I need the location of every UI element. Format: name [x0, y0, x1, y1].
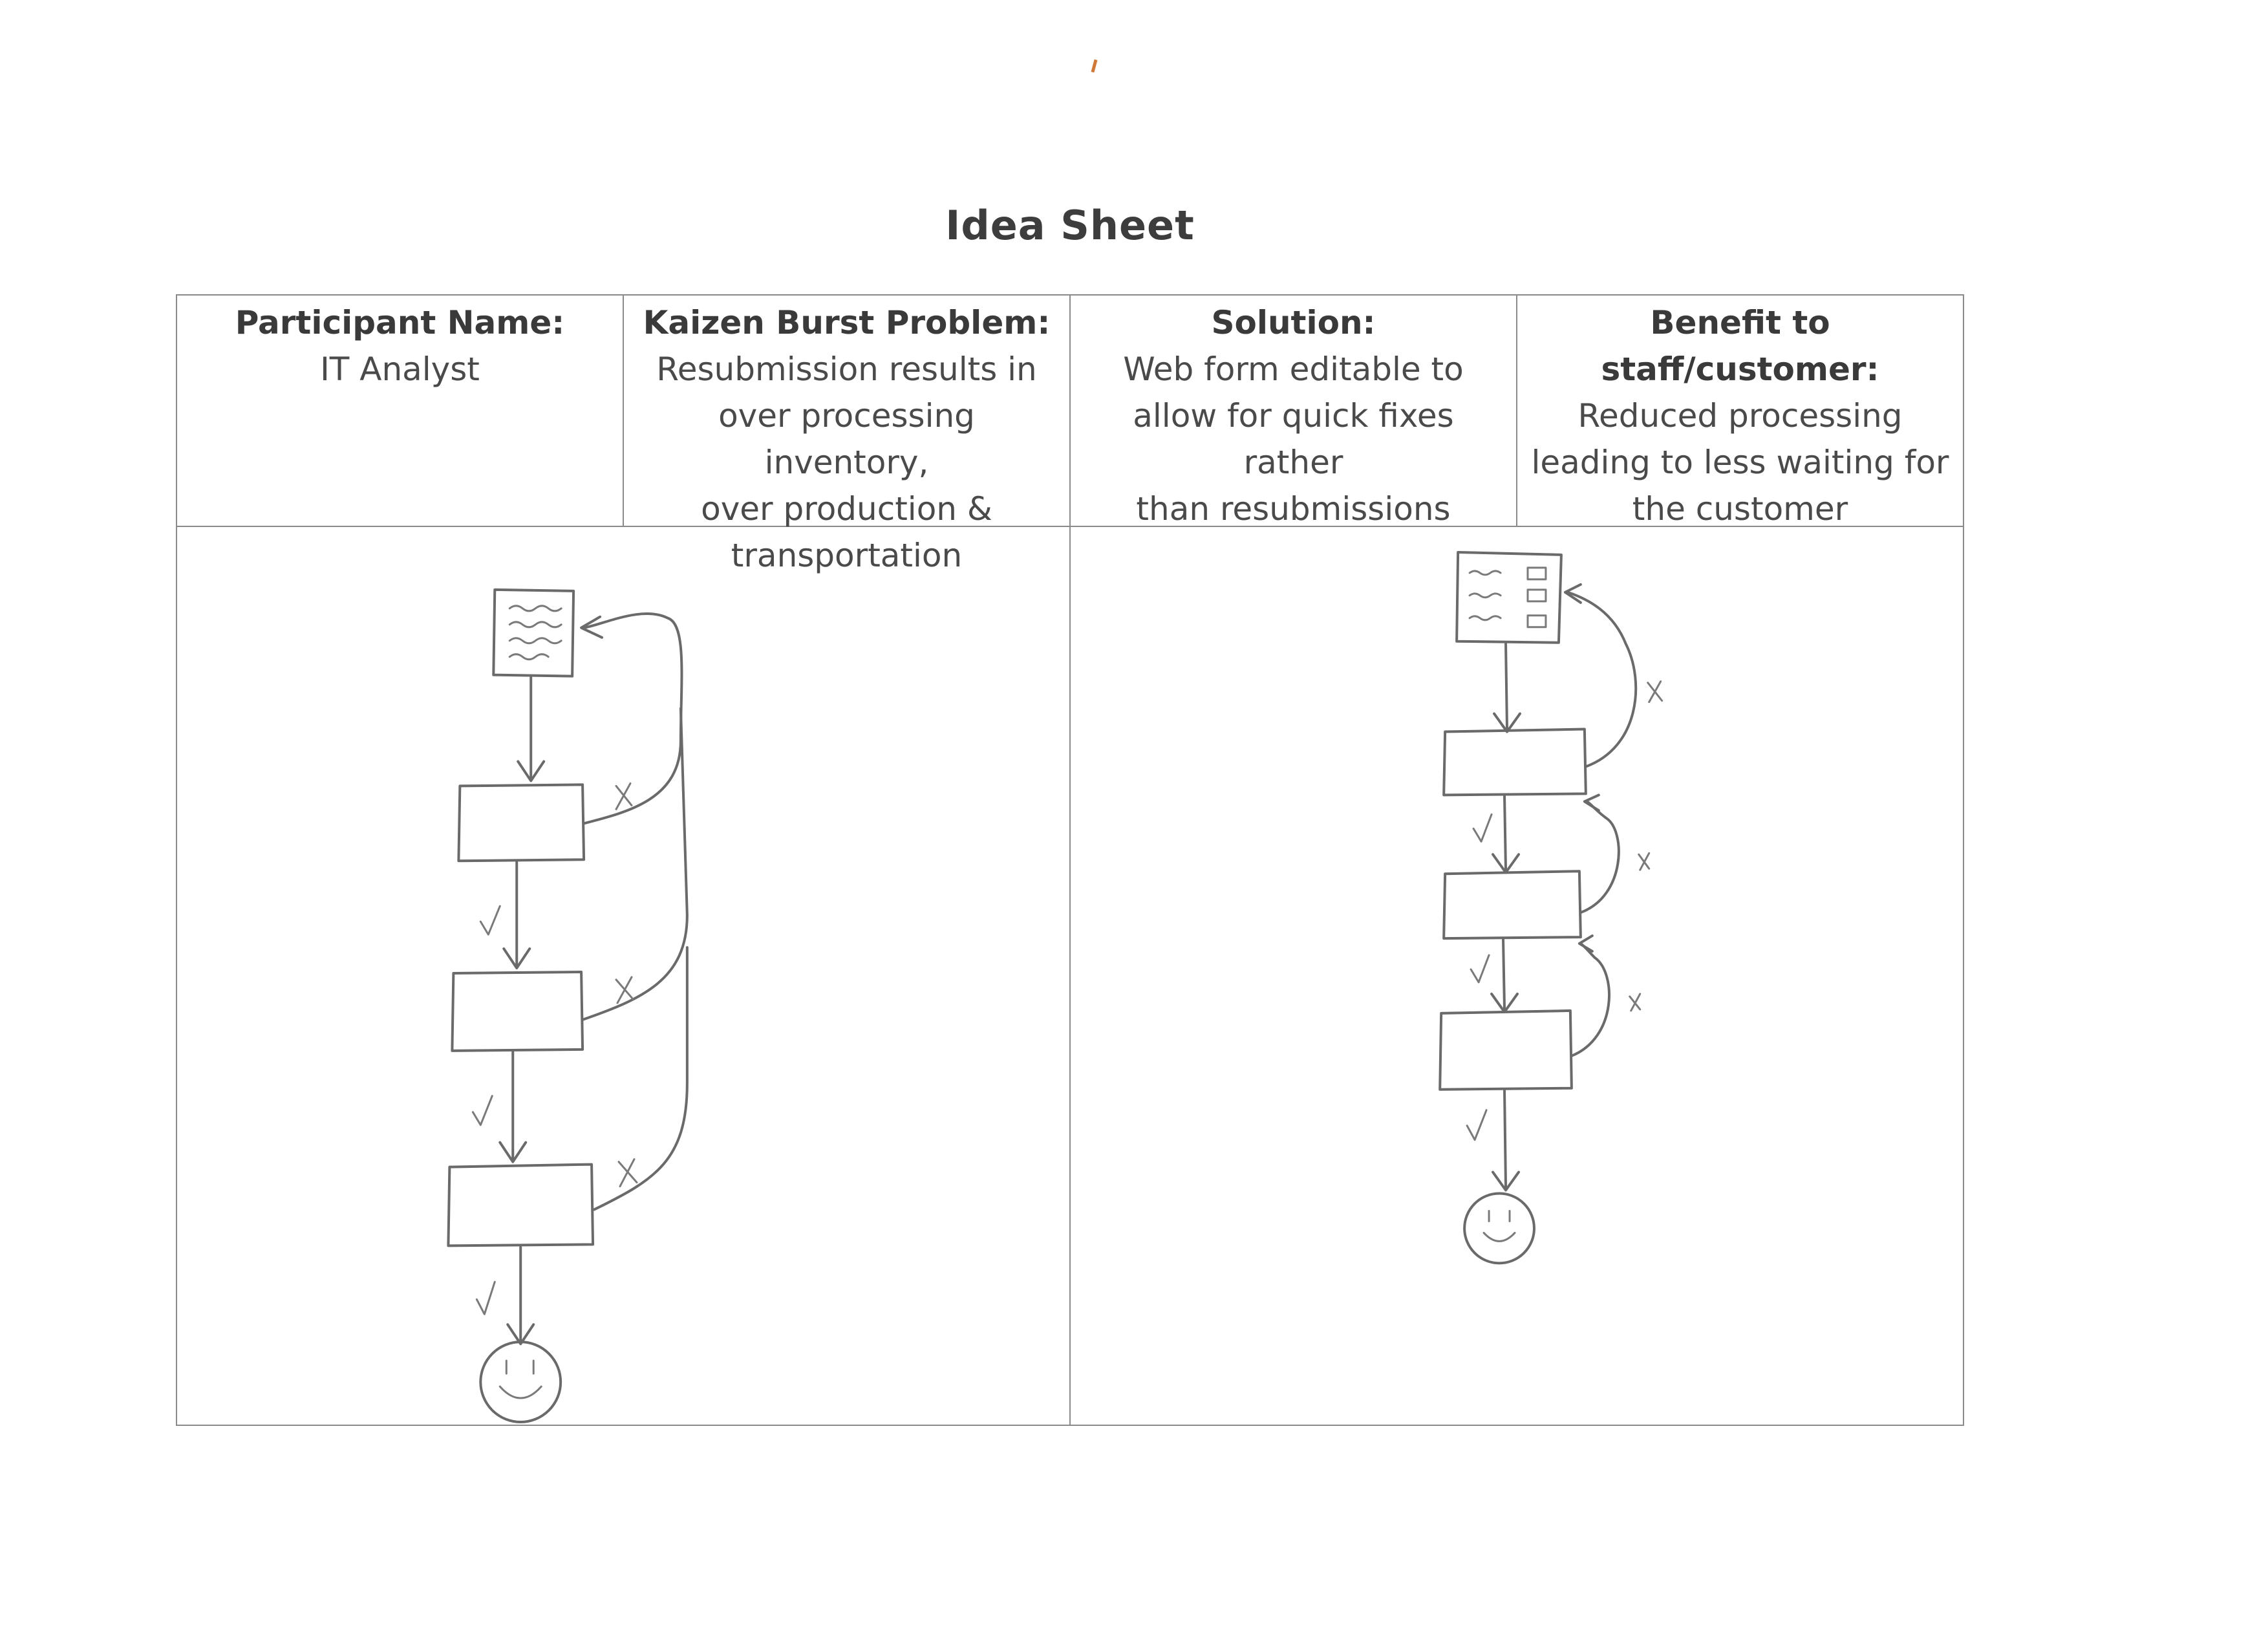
proposed-process-cell — [1071, 527, 1963, 1425]
current-process-sketch — [447, 588, 689, 1423]
solution-label: Solution: — [1211, 304, 1376, 341]
process-box — [457, 783, 586, 863]
smiley-face-icon — [479, 1341, 562, 1423]
process-box — [1442, 870, 1582, 940]
arrow — [1490, 938, 1519, 1013]
process-box — [1442, 727, 1587, 797]
problem-label: Kaizen Burst Problem: — [643, 304, 1051, 341]
diagram-row — [177, 527, 1963, 1425]
idea-sheet-table: Participant Name: IT Analyst Kaizen Burs… — [176, 294, 1964, 1426]
process-box — [447, 1163, 595, 1247]
participant-label: Participant Name: — [235, 304, 565, 341]
pass-marks — [1466, 813, 1493, 1141]
arrow — [506, 1245, 535, 1346]
arrow — [1492, 795, 1520, 874]
benefit-value: Reduced processing leading to less waiti… — [1531, 397, 1949, 528]
header-row: Participant Name: IT Analyst Kaizen Burs… — [177, 296, 1963, 574]
arrow — [517, 676, 546, 782]
arrow — [1493, 642, 1521, 733]
paper-form-icon — [492, 588, 575, 678]
smiley-face-icon — [1463, 1192, 1535, 1265]
arrow — [502, 861, 531, 970]
web-form-icon — [1455, 550, 1563, 644]
problem-cell: Kaizen Burst Problem: Resubmission resul… — [624, 296, 1071, 574]
arrow — [498, 1050, 528, 1163]
fail-marks — [615, 782, 638, 1188]
participant-value: IT Analyst — [320, 350, 480, 388]
solution-value: Web form editable to allow for quick fix… — [1123, 350, 1464, 528]
fail-marks — [1629, 680, 1664, 1012]
process-box — [451, 971, 584, 1052]
current-process-cell — [177, 527, 1071, 1425]
solution-cell: Solution: Web form editable to allow for… — [1071, 296, 1517, 528]
process-box — [1439, 1009, 1573, 1091]
benefit-label: Benefit to staff/customer: — [1601, 304, 1879, 388]
participant-cell: Participant Name: IT Analyst — [177, 296, 624, 526]
page-title: Idea Sheet — [945, 202, 1195, 249]
proposed-process-sketch — [1439, 550, 1664, 1265]
rework-loop-arrows — [580, 612, 689, 1211]
rework-loop-arrows — [1563, 583, 1638, 1057]
problem-value: Resubmission results in over processing … — [656, 350, 1037, 574]
arrow — [1492, 1089, 1520, 1192]
pass-marks — [471, 905, 501, 1315]
pen-mark — [1091, 59, 1098, 73]
benefit-cell: Benefit to staff/customer: Reduced proce… — [1517, 296, 1963, 528]
